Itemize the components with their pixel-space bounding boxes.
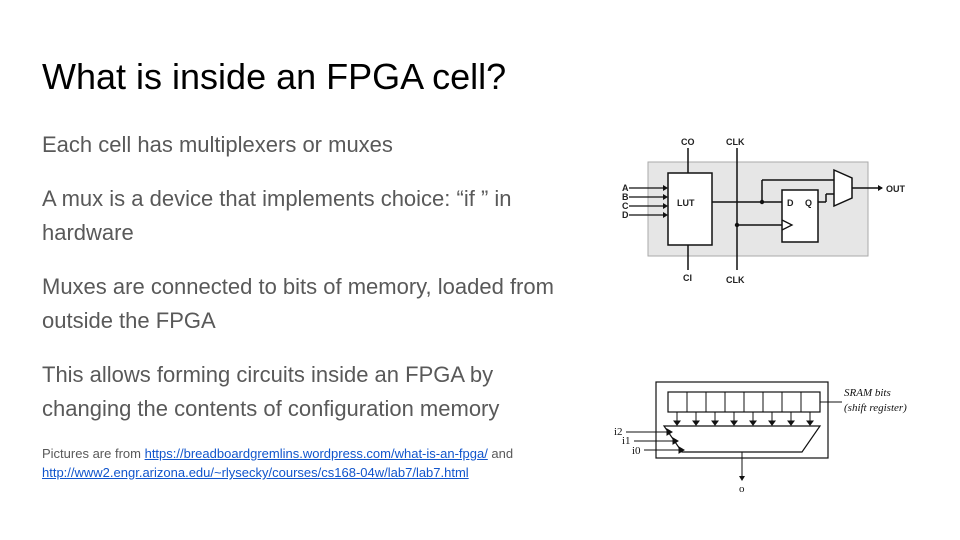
bullet-cells: Each cell has multiplexers or muxes <box>42 132 393 157</box>
input-b-label: B <box>622 192 629 202</box>
lut-label: LUT <box>677 198 695 208</box>
shift-register-label: (shift register) <box>844 402 907 414</box>
ff-d-label: D <box>787 198 794 208</box>
sram-mux-diagram: SRAM bits (shift register) i2 i1 i0 o <box>614 381 907 495</box>
co-label: CO <box>681 137 695 147</box>
flip-flop-block <box>781 189 819 243</box>
sram-bits-label: SRAM bits <box>844 387 891 399</box>
slide-title: What is inside an FPGA cell? <box>42 56 507 97</box>
output-mux <box>833 168 853 208</box>
credits-middle: and <box>487 446 514 461</box>
out-label: OUT <box>886 184 906 194</box>
output-o-label: o <box>739 483 745 495</box>
bullet-mux: A mux is a device that implements choice… <box>42 186 512 245</box>
fpga-cell-diagram: CO CI CLK CLK A B C D LUT D Q <box>622 137 906 285</box>
bullet-list: Each cell has multiplexers or muxes A mu… <box>42 128 582 446</box>
bullet-memory: Muxes are connected to bits of memory, l… <box>42 274 554 333</box>
ff-q-label: Q <box>805 198 812 208</box>
input-c-label: C <box>622 201 629 211</box>
bullet-config: This allows forming circuits inside an F… <box>42 362 500 421</box>
credits-link-arizona[interactable]: http://www2.engr.arizona.edu/~rlysecky/c… <box>42 465 469 480</box>
input-i1-label: i1 <box>622 435 631 447</box>
clk-top-label: CLK <box>726 137 745 147</box>
input-a-label: A <box>622 183 629 193</box>
credits-link-breadboardgremlins[interactable]: https://breadboardgremlins.wordpress.com… <box>144 446 488 461</box>
input-i0-label: i0 <box>632 445 641 457</box>
ci-label: CI <box>683 273 692 283</box>
picture-credits: Pictures are from https://breadboardgrem… <box>42 444 602 482</box>
input-d-label: D <box>622 210 629 220</box>
clk-bottom-label: CLK <box>726 275 745 285</box>
credits-prefix: Pictures are from <box>42 446 145 461</box>
lut-block <box>667 172 713 246</box>
input-i2-label: i2 <box>614 426 623 438</box>
mux-trapezoid <box>662 425 822 453</box>
